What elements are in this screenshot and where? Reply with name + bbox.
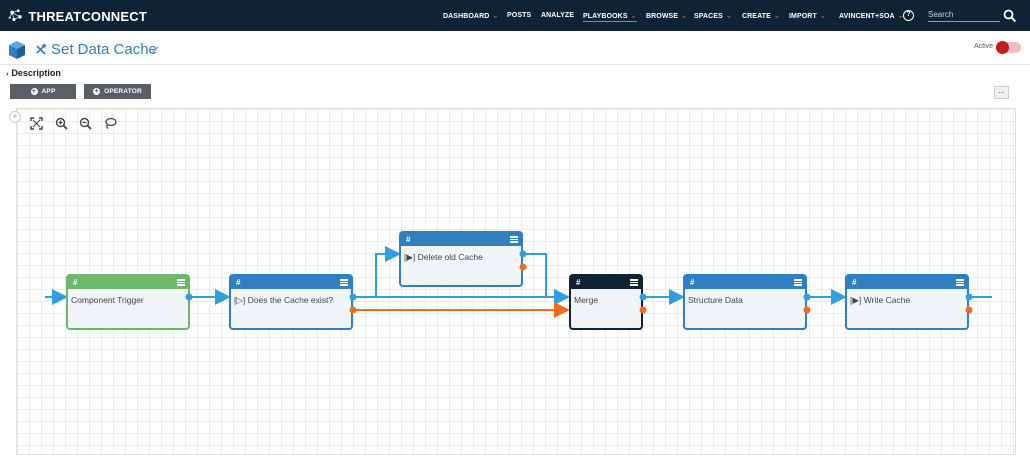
description-toggle[interactable]: ›Description <box>6 68 61 78</box>
node-does-cache-exist[interactable]: # [▷] Does the Cache exist? <box>229 274 353 330</box>
search-input[interactable] <box>928 8 1000 22</box>
node-structure-data[interactable]: # Structure Data <box>683 274 807 330</box>
nav-create[interactable]: CREATE⌄ <box>742 12 780 20</box>
hamburger-menu-icon[interactable] <box>630 279 638 286</box>
node-header-hash: # <box>852 278 857 287</box>
nav-playbooks-label: PLAYBOOKS <box>583 13 628 20</box>
nav-dashboard[interactable]: DASHBOARD⌄ <box>443 12 498 20</box>
logo-text-part1: THREAT <box>28 8 82 24</box>
chevron-down-icon: ⌄ <box>725 13 732 19</box>
nav-dashboard-label: DASHBOARD <box>443 13 490 20</box>
nav-analyze-label: ANALYZE <box>541 12 575 19</box>
plus-icon: + <box>93 88 101 95</box>
zoom-out-icon[interactable] <box>79 117 92 130</box>
node-label: [▶] Write Cache <box>850 295 911 305</box>
top-nav-bar: THREATCONNECT DASHBOARD⌄ POSTS ANALYZE P… <box>0 0 1030 31</box>
chevron-down-icon: ⌄ <box>819 13 826 19</box>
node-header-hash: # <box>576 278 581 287</box>
nav-playbooks[interactable]: PLAYBOOKS⌄ <box>583 12 637 22</box>
node-write-cache[interactable]: # [▶] Write Cache <box>845 274 969 330</box>
node-header-hash: # <box>236 278 241 287</box>
node-component-trigger[interactable]: # Component Trigger <box>66 274 190 330</box>
chevron-down-icon: ⌄ <box>630 13 637 19</box>
node-delete-old-cache[interactable]: # [▶] Delete old Cache <box>399 231 523 287</box>
add-app-button[interactable]: +APP <box>10 84 76 99</box>
search-icon[interactable] <box>1003 9 1017 23</box>
lasso-icon[interactable] <box>104 117 117 130</box>
nav-spaces-label: SPACES <box>694 13 723 20</box>
threatconnect-logo[interactable]: THREATCONNECT <box>7 5 147 27</box>
add-app-label: APP <box>41 88 56 95</box>
hamburger-menu-icon[interactable] <box>794 279 802 286</box>
nav-posts[interactable]: POSTS <box>507 12 531 19</box>
nav-import[interactable]: IMPORT⌄ <box>789 12 826 20</box>
active-toggle[interactable] <box>996 41 1021 54</box>
nav-create-label: CREATE <box>742 13 771 20</box>
edge-delete-to-merge <box>523 253 547 297</box>
node-label: Merge <box>574 295 599 305</box>
nav-analyze[interactable]: ANALYZE <box>541 12 574 19</box>
playbook-title-bar <box>0 31 1030 65</box>
logo-network-icon <box>8 9 22 22</box>
hamburger-menu-icon[interactable] <box>340 279 348 286</box>
pencil-edit-icon[interactable] <box>150 45 160 55</box>
nav-import-label: IMPORT <box>789 13 817 20</box>
chevron-down-icon: ⌄ <box>492 13 499 19</box>
nav-browse[interactable]: BROWSE⌄ <box>646 12 687 20</box>
help-icon[interactable]: ? <box>903 10 914 21</box>
double-chevron-right-icon[interactable]: » <box>9 111 21 123</box>
tools-icon <box>36 43 47 55</box>
nav-posts-label: POSTS <box>507 12 532 19</box>
playbook-cube-icon <box>9 41 25 59</box>
node-label: [▷] Does the Cache exist? <box>234 295 334 305</box>
plus-icon: + <box>30 88 38 95</box>
node-merge[interactable]: # Merge <box>569 274 643 330</box>
chevron-right-icon: › <box>6 71 9 78</box>
zoom-in-icon[interactable] <box>55 117 68 130</box>
nav-spaces[interactable]: SPACES⌄ <box>694 12 732 20</box>
hamburger-menu-icon[interactable] <box>510 236 518 243</box>
hamburger-menu-icon[interactable] <box>177 279 185 286</box>
chevron-down-icon: ⌄ <box>897 13 904 19</box>
node-header-hash: # <box>73 278 78 287</box>
edge-cache-exist-to-delete <box>353 246 401 298</box>
add-operator-button[interactable]: +OPERATOR <box>84 84 151 99</box>
hamburger-menu-icon[interactable] <box>956 279 964 286</box>
page-title: Set Data Cache <box>51 41 157 58</box>
node-label: [▶] Delete old Cache <box>404 252 483 262</box>
nav-user-account[interactable]: AVINCENT+SOA⌄ <box>839 12 904 20</box>
node-label: Component Trigger <box>71 295 144 305</box>
node-label: Structure Data <box>688 295 743 305</box>
toggle-knob <box>996 41 1009 54</box>
add-operator-label: OPERATOR <box>104 88 142 95</box>
description-label: Description <box>11 68 61 78</box>
node-header-hash: # <box>690 278 695 287</box>
logo-text-part2: CONNECT <box>81 8 147 24</box>
chevron-down-icon: ⌄ <box>681 13 688 19</box>
nav-user-account-label: AVINCENT+SOA <box>839 13 895 20</box>
more-options-button[interactable]: ... <box>994 86 1009 99</box>
chevron-down-icon: ⌄ <box>773 13 780 19</box>
fit-screen-icon[interactable] <box>30 117 43 130</box>
node-header-hash: # <box>406 235 411 244</box>
active-label: Active <box>974 43 994 50</box>
nav-browse-label: BROWSE <box>646 13 679 20</box>
